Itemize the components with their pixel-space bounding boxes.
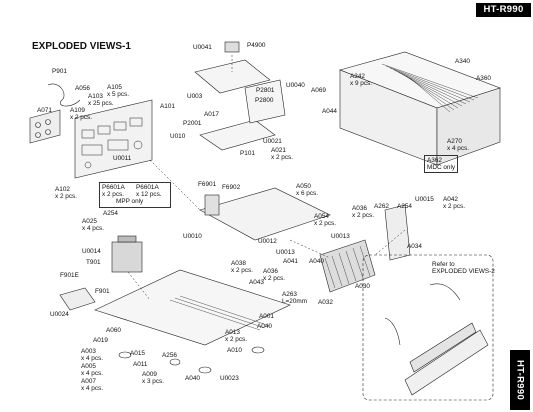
page-title: EXPLODED VIEWS-1: [32, 41, 131, 52]
refer-note-line2: EXPLODED VIEWS-2: [432, 268, 495, 275]
part-label-a017: A017: [204, 111, 219, 118]
part-label-u0013a: U0013: [331, 233, 350, 240]
part-label-p101: P101: [240, 150, 255, 157]
terminal-block-part: [29, 109, 61, 144]
model-tag-side: HT-R990: [510, 350, 530, 410]
part-label-p901: P901: [52, 68, 67, 75]
part-label-u003: U003: [187, 93, 203, 100]
part-label-a071: A071: [37, 107, 52, 114]
feet-parts: [118, 346, 265, 374]
part-label-a040b: A040: [257, 323, 272, 330]
part-label-a254b: A254: [397, 203, 412, 210]
part-label-u0023: U0023: [220, 375, 239, 382]
refer-note-line1: Refer to: [432, 261, 455, 268]
part-label-a340: A340: [455, 58, 470, 65]
top-cover-part: [339, 51, 501, 166]
refer-note: Refer to EXPLODED VIEWS-2: [432, 261, 495, 275]
mpp-only-box: P6601A x 2 pcs. P6601A x 12 pcs. MPP onl…: [99, 182, 171, 208]
chassis-board-part: [199, 187, 331, 241]
part-label-u0021: U0021: [263, 138, 282, 145]
transformer-part: [111, 235, 143, 273]
part-label-a011: A011: [133, 361, 148, 368]
part-label-u0041: U0041: [193, 44, 212, 51]
part-label-u0010: U0010: [183, 233, 202, 240]
part-label-a069: A069: [311, 87, 326, 94]
part-label-p2001: P2001: [183, 120, 202, 127]
part-label-a060: A060: [106, 327, 121, 334]
part-label-a254a: A254: [103, 210, 118, 217]
model-tag-top: HT-R990: [476, 3, 531, 17]
part-label-a056: A056: [75, 85, 90, 92]
part-label-f6901: F6901: [198, 181, 217, 188]
part-label-u0014: U0014: [82, 248, 101, 255]
part-label-a034: A034: [407, 243, 422, 250]
main-pcb-part: [194, 41, 286, 151]
part-label-a360: A360: [476, 75, 491, 82]
part-label-f6902: F6902: [222, 184, 241, 191]
part-label-a256: A256: [162, 352, 177, 359]
rear-panel-part: [74, 99, 153, 179]
part-label-a040c: A040: [185, 375, 200, 382]
part-label-a043: A043: [249, 279, 264, 286]
part-label-u0013b: U0013: [276, 249, 295, 256]
part-label-a101: A101: [160, 103, 175, 110]
part-label-a044: A044: [322, 108, 337, 115]
part-label-a030: A030: [355, 283, 370, 290]
part-label-a019: A019: [93, 337, 108, 344]
part-label-u010: U010: [170, 133, 186, 140]
part-label-a015: A015: [130, 350, 145, 357]
part-label-a041: A041: [283, 258, 298, 265]
part-label-a001: A001: [259, 313, 274, 320]
part-label-u0015: U0015: [415, 196, 434, 203]
bottom-chassis-part: [94, 269, 291, 346]
fuse-board-part: [59, 287, 96, 311]
part-label-u0011: U0011: [113, 155, 132, 162]
part-label-f901: F901: [95, 288, 110, 295]
part-label-u0040: U0040: [286, 82, 305, 89]
part-label-f901e: F901E: [60, 272, 79, 279]
part-label-a010: A010: [227, 347, 242, 354]
part-label-p2801: P2801: [256, 87, 275, 94]
part-label-p2800: P2800: [255, 97, 274, 104]
heatsink-part: [319, 239, 376, 293]
part-label-a032: A032: [318, 299, 333, 306]
leader-lines: [127, 55, 406, 301]
part-label-u0012: U0012: [258, 238, 277, 245]
part-label-a040a: A040: [309, 258, 324, 265]
part-label-t901: T901: [86, 259, 101, 266]
front-panel-callout: [362, 254, 494, 401]
bracket-part: [384, 204, 411, 261]
part-label-u0024: U0024: [50, 311, 69, 318]
part-label-a262: A262: [374, 203, 389, 210]
part-label-p4900: P4900: [247, 42, 266, 49]
